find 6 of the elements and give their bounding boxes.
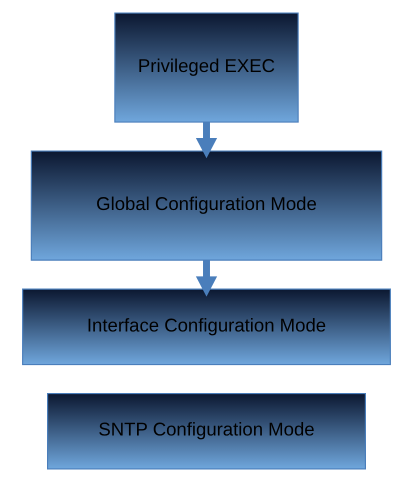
node-box: Privileged EXEC: [114, 12, 298, 123]
node-box: Global Configuration Mode: [30, 150, 382, 261]
arrow: [195, 122, 217, 158]
node-box: SNTP Configuration Mode: [46, 392, 366, 470]
node-box: Interface Configuration Mode: [22, 288, 390, 366]
arrow: [195, 260, 217, 297]
